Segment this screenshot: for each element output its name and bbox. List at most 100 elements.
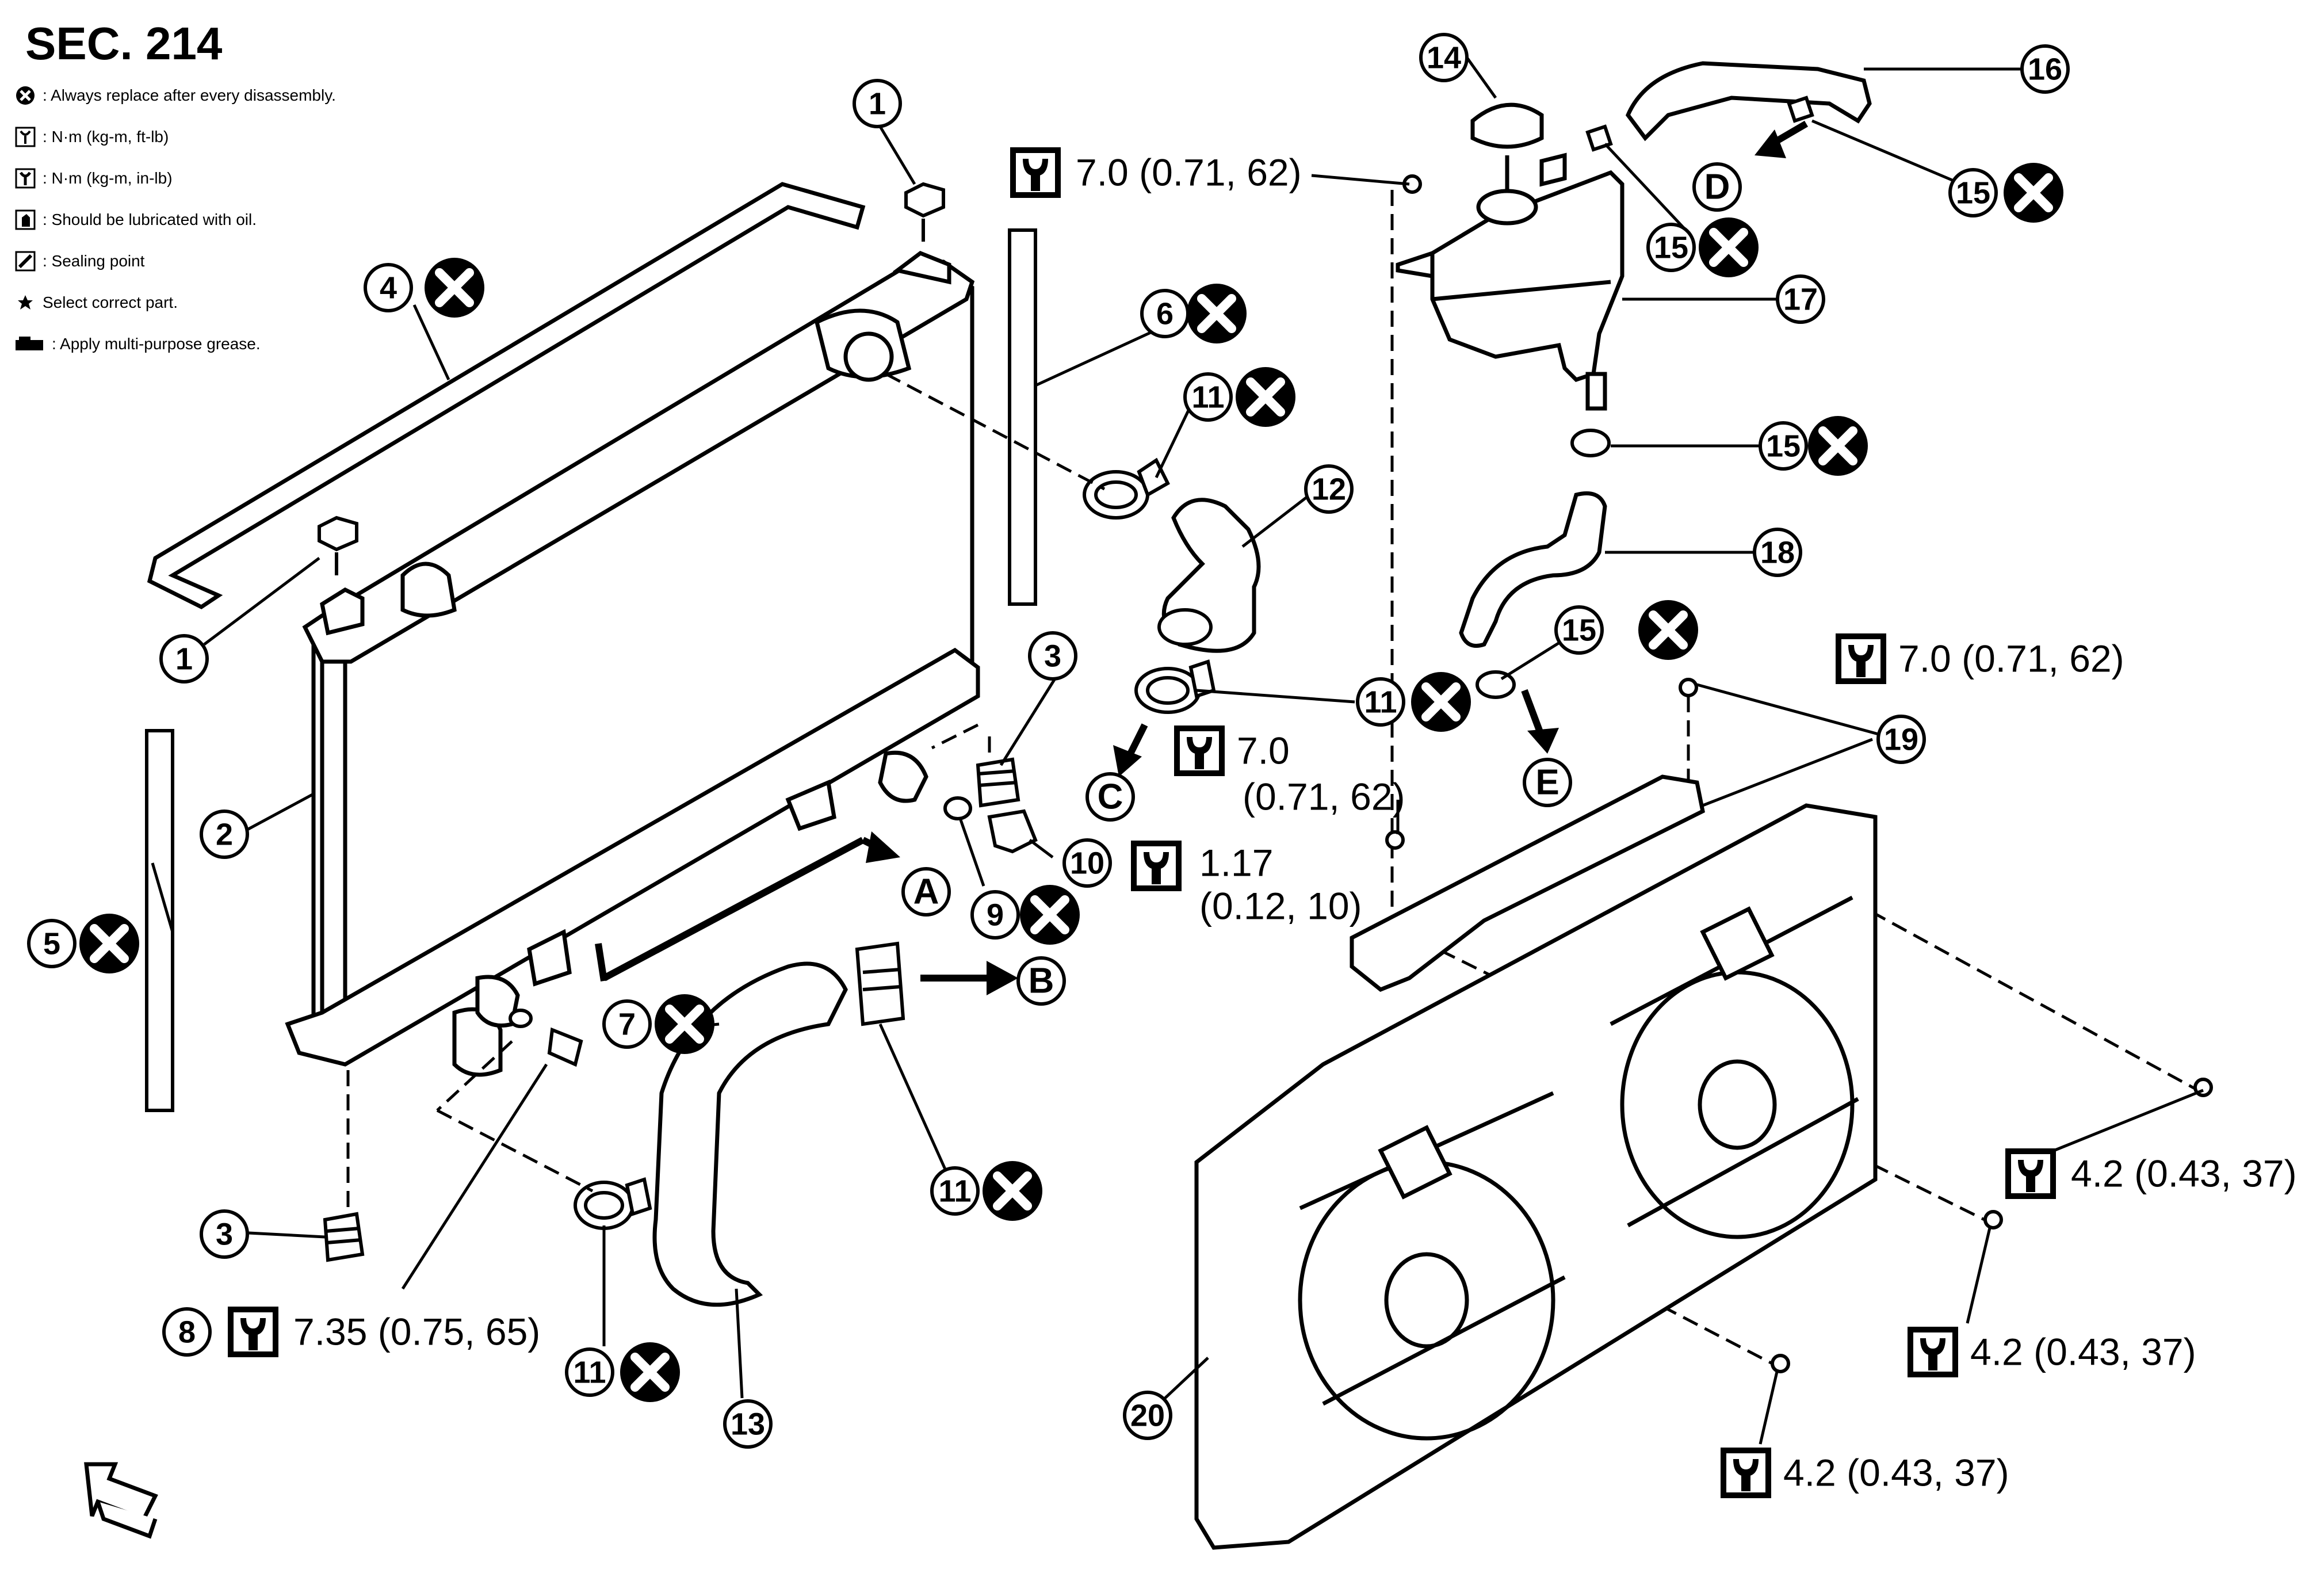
callout-11d: 11	[565, 1347, 614, 1397]
letter-e-label: E	[1535, 762, 1559, 802]
callout-8: 8	[162, 1307, 212, 1357]
callout-15d: 15	[1554, 605, 1604, 655]
callout-20-label: 20	[1130, 1398, 1165, 1433]
callout-11c-label: 11	[938, 1174, 971, 1208]
upper-seal-part	[147, 182, 866, 610]
drain-plug-7	[509, 1009, 583, 1067]
torque-wrench-icon	[228, 1307, 278, 1357]
reservoir-tank	[1396, 152, 1624, 411]
callout-2: 2	[200, 809, 249, 859]
callout-10: 10	[1062, 838, 1112, 888]
side-seal-right	[1008, 228, 1037, 606]
always-replace-icon	[983, 1161, 1042, 1221]
torque-wrench-icon	[2005, 1148, 2056, 1199]
radiator-assembly	[147, 182, 980, 1077]
callout-10-label: 10	[1070, 846, 1104, 880]
torque-wrench-icon	[1836, 633, 1886, 684]
letter-b-label: B	[1029, 961, 1054, 1001]
callout-17-label: 17	[1783, 282, 1818, 316]
torque-fan-bolt-2: 4.2 (0.43, 37)	[1970, 1330, 2196, 1373]
callout-5-label: 5	[43, 926, 60, 961]
sensor-10	[987, 809, 1038, 854]
legend-lubricate-text: : Should be lubricated with oil.	[43, 211, 257, 228]
torque-wrench-filled-icon	[14, 167, 37, 190]
callout-11c: 11	[930, 1166, 980, 1216]
callout-3b-label: 3	[216, 1217, 233, 1251]
letter-e: E	[1523, 758, 1572, 807]
always-replace-icon	[79, 914, 139, 973]
torque-wrench-icon	[1010, 147, 1061, 198]
callout-16-label: 16	[2028, 52, 2062, 86]
always-replace-icon	[655, 994, 714, 1054]
callout-6-label: 6	[1156, 296, 1174, 331]
letter-a: A	[901, 867, 951, 917]
fan-bolts	[1385, 174, 2213, 1373]
hose-clamp-mid	[1134, 659, 1216, 714]
torque-sensor-detail: (0.12, 10)	[1199, 884, 1362, 927]
callout-4: 4	[364, 263, 413, 312]
always-replace-icon	[14, 84, 37, 107]
torque-hose-value: 7.0	[1237, 729, 1290, 772]
legend-row-torque-ftlb: : N·m (kg-m, ft-lb)	[14, 116, 336, 158]
arrow-heads	[866, 129, 1786, 995]
callout-13: 13	[723, 1399, 773, 1449]
always-replace-icon	[2004, 163, 2063, 223]
legend-always-replace-text: : Always replace after every disassembly…	[43, 86, 336, 104]
connection-letters: A B C D E	[901, 162, 1742, 1006]
callout-3a: 3	[1028, 631, 1077, 681]
callout-11b: 11	[1356, 677, 1405, 727]
callout-11d-label: 11	[573, 1355, 606, 1389]
torque-drain-plug: 7.35 (0.75, 65)	[293, 1310, 540, 1353]
callout-15b-label: 15	[1956, 175, 1990, 210]
letter-b: B	[1016, 956, 1066, 1006]
torque-sensor-value: 1.17	[1199, 841, 1273, 884]
part-callouts: 1 1 2 3 3 4 5 6 7 8 9 10 11 11 11 11 12 …	[27, 33, 2070, 1449]
callout-19: 19	[1876, 715, 1926, 764]
always-replace-icon	[1020, 885, 1080, 945]
legend-row-lubricate: : Should be lubricated with oil.	[14, 199, 336, 240]
legend-grease-text: : Apply multi-purpose grease.	[52, 335, 261, 353]
radiator-top-tank	[302, 259, 975, 664]
legend-row-select-part: Select correct part.	[14, 282, 336, 323]
callout-7-label: 7	[618, 1007, 636, 1041]
callout-3b: 3	[200, 1209, 249, 1259]
cap-bolt-left	[318, 516, 358, 575]
rubber-mount-upper	[976, 757, 1020, 808]
callout-17: 17	[1776, 274, 1825, 324]
legend-torque-ftlb-text: : N·m (kg-m, ft-lb)	[43, 128, 169, 146]
callout-1b-label: 1	[175, 642, 193, 676]
reservoir-cap	[1470, 102, 1544, 226]
callout-6: 6	[1140, 289, 1190, 338]
callout-15b: 15	[1948, 168, 1998, 217]
callout-1a: 1	[853, 79, 902, 128]
callout-18-label: 18	[1760, 535, 1795, 570]
torque-wrench-icon	[1131, 841, 1182, 891]
hose-clamp-upper	[1083, 457, 1170, 520]
callout-1b: 1	[159, 634, 209, 684]
torque-wrench-icon	[1721, 1448, 1771, 1498]
leader-lines	[151, 56, 2204, 1445]
radiator-core	[311, 268, 974, 1056]
legend-row-grease: : Apply multi-purpose grease.	[14, 323, 336, 365]
always-replace-icon	[1187, 284, 1247, 343]
always-replace-icon	[1638, 600, 1698, 660]
callout-12: 12	[1304, 464, 1354, 514]
torque-wrench-icon	[14, 125, 37, 148]
reservoir-lower-hose	[1459, 491, 1607, 648]
torque-fan-bolt-3: 4.2 (0.43, 37)	[1783, 1451, 2009, 1494]
hose-clamp-lower-left	[574, 1177, 652, 1230]
letter-d: D	[1692, 162, 1742, 212]
radiator-bottom-tank	[285, 647, 980, 1067]
callout-9-label: 9	[987, 898, 1004, 932]
torque-hose-detail: (0.71, 62)	[1243, 775, 1405, 818]
letter-a-label: A	[913, 872, 939, 911]
callout-14-label: 14	[1427, 40, 1461, 75]
callout-11b-label: 11	[1364, 685, 1397, 719]
fan-shroud-assembly	[1194, 803, 1878, 1550]
legend-sealing-text: : Sealing point	[43, 252, 145, 270]
reservoir-hose	[1625, 61, 1872, 142]
callout-11a-label: 11	[1191, 380, 1224, 414]
legend-row-sealing: : Sealing point	[14, 240, 336, 282]
legend-row-torque-inlb: : N·m (kg-m, in-lb)	[14, 158, 336, 199]
